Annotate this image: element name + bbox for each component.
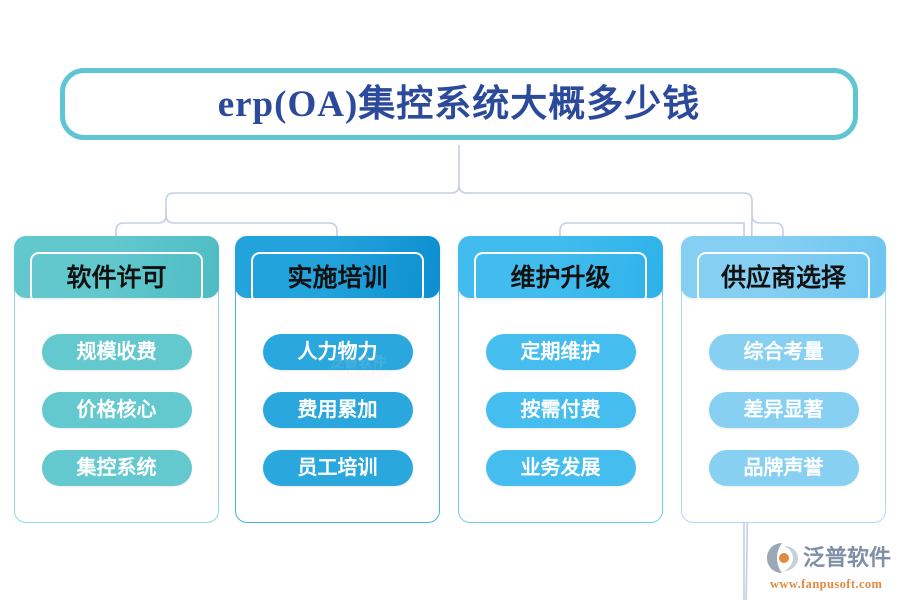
list-item[interactable]: 按需付费 — [485, 392, 636, 428]
list-item-label: 业务发展 — [520, 457, 601, 479]
list-item-label: 品牌声誉 — [743, 457, 824, 479]
swoosh-left — [767, 543, 782, 573]
column-header-label: 实施培训 — [287, 264, 388, 292]
column-header-inner: 软件许可 — [30, 252, 203, 304]
column-supplier-selection: 供应商选择 综合考量 差异显著 品牌声誉 — [681, 236, 886, 523]
column-header[interactable]: 维护升级 — [458, 236, 663, 304]
brand-logo: 泛普软件 www.fanpusoft.com — [766, 541, 894, 593]
column-header-label: 维护升级 — [510, 264, 611, 292]
list-item-label: 定期维护 — [520, 341, 601, 363]
list-item-label: 规模收费 — [76, 341, 157, 363]
connector-branch-left — [165, 184, 460, 215]
list-item[interactable]: 综合考量 — [708, 334, 859, 370]
title-box: erp(OA)集控系统大概多少钱 — [60, 68, 858, 140]
column-maintenance-upgrade: 维护升级 定期维护 按需付费 业务发展 — [458, 236, 663, 523]
column-item-list: 定期维护 按需付费 业务发展 — [458, 334, 663, 486]
column-header[interactable]: 供应商选择 — [681, 236, 886, 304]
list-item[interactable]: 规模收费 — [41, 334, 192, 370]
list-item[interactable]: 人力物力 — [262, 334, 413, 370]
swoosh-right — [784, 546, 798, 571]
page-title: erp(OA)集控系统大概多少钱 — [217, 83, 701, 125]
column-header-inner: 实施培训 — [251, 252, 424, 304]
logo-url: www.fanpusoft.com — [770, 577, 883, 591]
swoosh-dot — [779, 553, 789, 563]
list-item[interactable]: 费用累加 — [262, 392, 413, 428]
list-item[interactable]: 差异显著 — [708, 392, 859, 428]
column-software-license: 软件许可 规模收费 价格核心 集控系统 — [14, 236, 219, 523]
list-item[interactable]: 业务发展 — [485, 450, 636, 486]
column-item-list: 综合考量 差异显著 品牌声誉 — [681, 334, 886, 486]
list-item-label: 按需付费 — [520, 399, 601, 421]
column-header[interactable]: 软件许可 — [14, 236, 219, 304]
list-item-label: 费用累加 — [297, 399, 378, 421]
column-group: 软件许可 规模收费 价格核心 集控系统 实施培训 — [0, 236, 900, 526]
column-header-inner: 维护升级 — [474, 252, 647, 304]
list-item-label: 员工培训 — [297, 457, 378, 479]
list-item-label: 人力物力 — [297, 341, 378, 363]
column-implementation-training: 实施培训 人力物力 费用累加 员工培训 — [235, 236, 440, 523]
list-item-label: 价格核心 — [76, 399, 157, 421]
list-item-label: 集控系统 — [76, 457, 157, 479]
list-item[interactable]: 价格核心 — [41, 392, 192, 428]
column-header-label: 供应商选择 — [720, 264, 846, 292]
list-item-label: 综合考量 — [743, 341, 824, 363]
list-item[interactable]: 员工培训 — [262, 450, 413, 486]
list-item[interactable]: 集控系统 — [41, 450, 192, 486]
logo-name: 泛普软件 — [803, 545, 892, 570]
column-header[interactable]: 实施培训 — [235, 236, 440, 304]
fanpu-swoosh-icon — [767, 543, 798, 573]
list-item[interactable]: 定期维护 — [485, 334, 636, 370]
list-item-label: 差异显著 — [743, 399, 824, 421]
column-header-label: 软件许可 — [66, 264, 167, 292]
column-header-inner: 供应商选择 — [697, 252, 870, 304]
connector-branch-right — [458, 184, 753, 215]
list-item[interactable]: 品牌声誉 — [708, 450, 859, 486]
logo-row: 泛普软件 — [766, 541, 894, 575]
column-item-list: 规模收费 价格核心 集控系统 — [14, 334, 219, 486]
column-item-list: 人力物力 费用累加 员工培训 — [235, 334, 440, 486]
